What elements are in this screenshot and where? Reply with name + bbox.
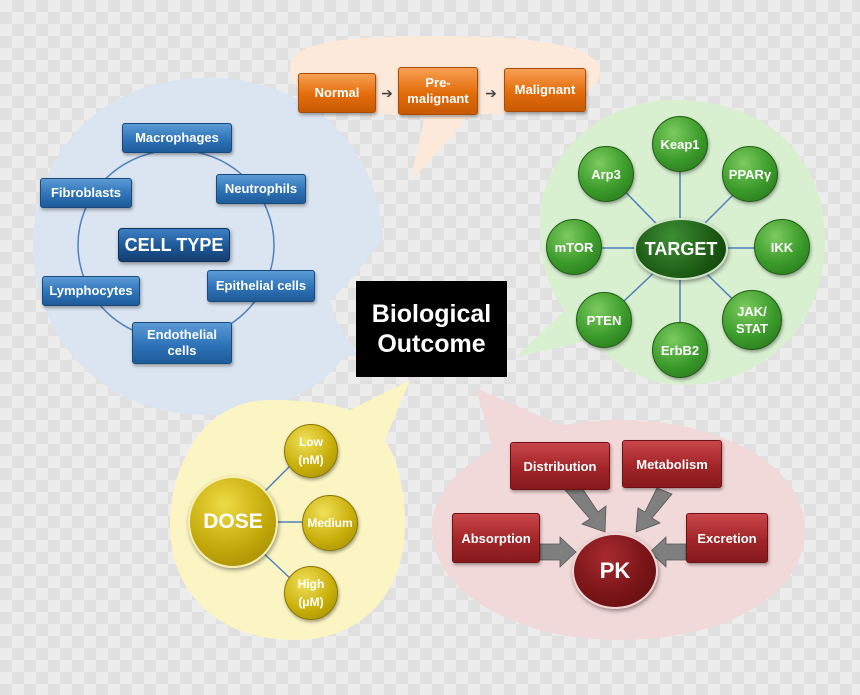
malignant-box: Malignant <box>504 68 586 112</box>
keap1-node: Keap1 <box>652 116 708 172</box>
lymphocytes-box: Lymphocytes <box>42 276 140 306</box>
center-label-line2: Outcome <box>377 330 486 358</box>
dose-high-node: High (μM) <box>284 566 338 620</box>
target-title: TARGET <box>634 218 728 280</box>
jak-stat-node: JAK/ STAT <box>722 290 782 350</box>
mtor-node: mTOR <box>546 219 602 275</box>
arp3-node: Arp3 <box>578 146 634 202</box>
macrophages-box: Macrophages <box>122 123 232 153</box>
cell-type-title: CELL TYPE <box>118 228 230 262</box>
fibroblasts-box: Fibroblasts <box>40 178 132 208</box>
neutrophils-box: Neutrophils <box>216 174 306 204</box>
arrow-right-icon: ➔ <box>485 84 497 101</box>
dose-bubble <box>170 380 410 640</box>
pk-title: PK <box>572 533 658 609</box>
pre-malignant-box: Pre- malignant <box>398 67 478 115</box>
pten-node: PTEN <box>576 292 632 348</box>
dose-low-node: Low (nM) <box>284 424 338 478</box>
biological-outcome-box: Biological Outcome <box>356 281 507 377</box>
ikk-node: IKK <box>754 219 810 275</box>
pk-bubble-tail <box>476 388 560 470</box>
absorption-box: Absorption <box>452 513 540 563</box>
erbb2-node: ErbB2 <box>652 322 708 378</box>
excretion-box: Excretion <box>686 513 768 563</box>
metabolism-box: Metabolism <box>622 440 722 488</box>
normal-box: Normal <box>298 73 376 113</box>
pk-arrows <box>539 484 687 568</box>
distribution-box: Distribution <box>510 442 610 490</box>
ppargamma-node: PPARγ <box>722 146 778 202</box>
dose-medium-node: Medium <box>302 495 358 551</box>
dose-title: DOSE <box>188 476 278 568</box>
endothelial-cells-box: Endothelial cells <box>132 322 232 364</box>
arrow-right-icon: ➔ <box>381 84 393 101</box>
center-label-line1: Biological <box>371 300 492 328</box>
epithelial-cells-box: Epithelial cells <box>207 270 315 302</box>
